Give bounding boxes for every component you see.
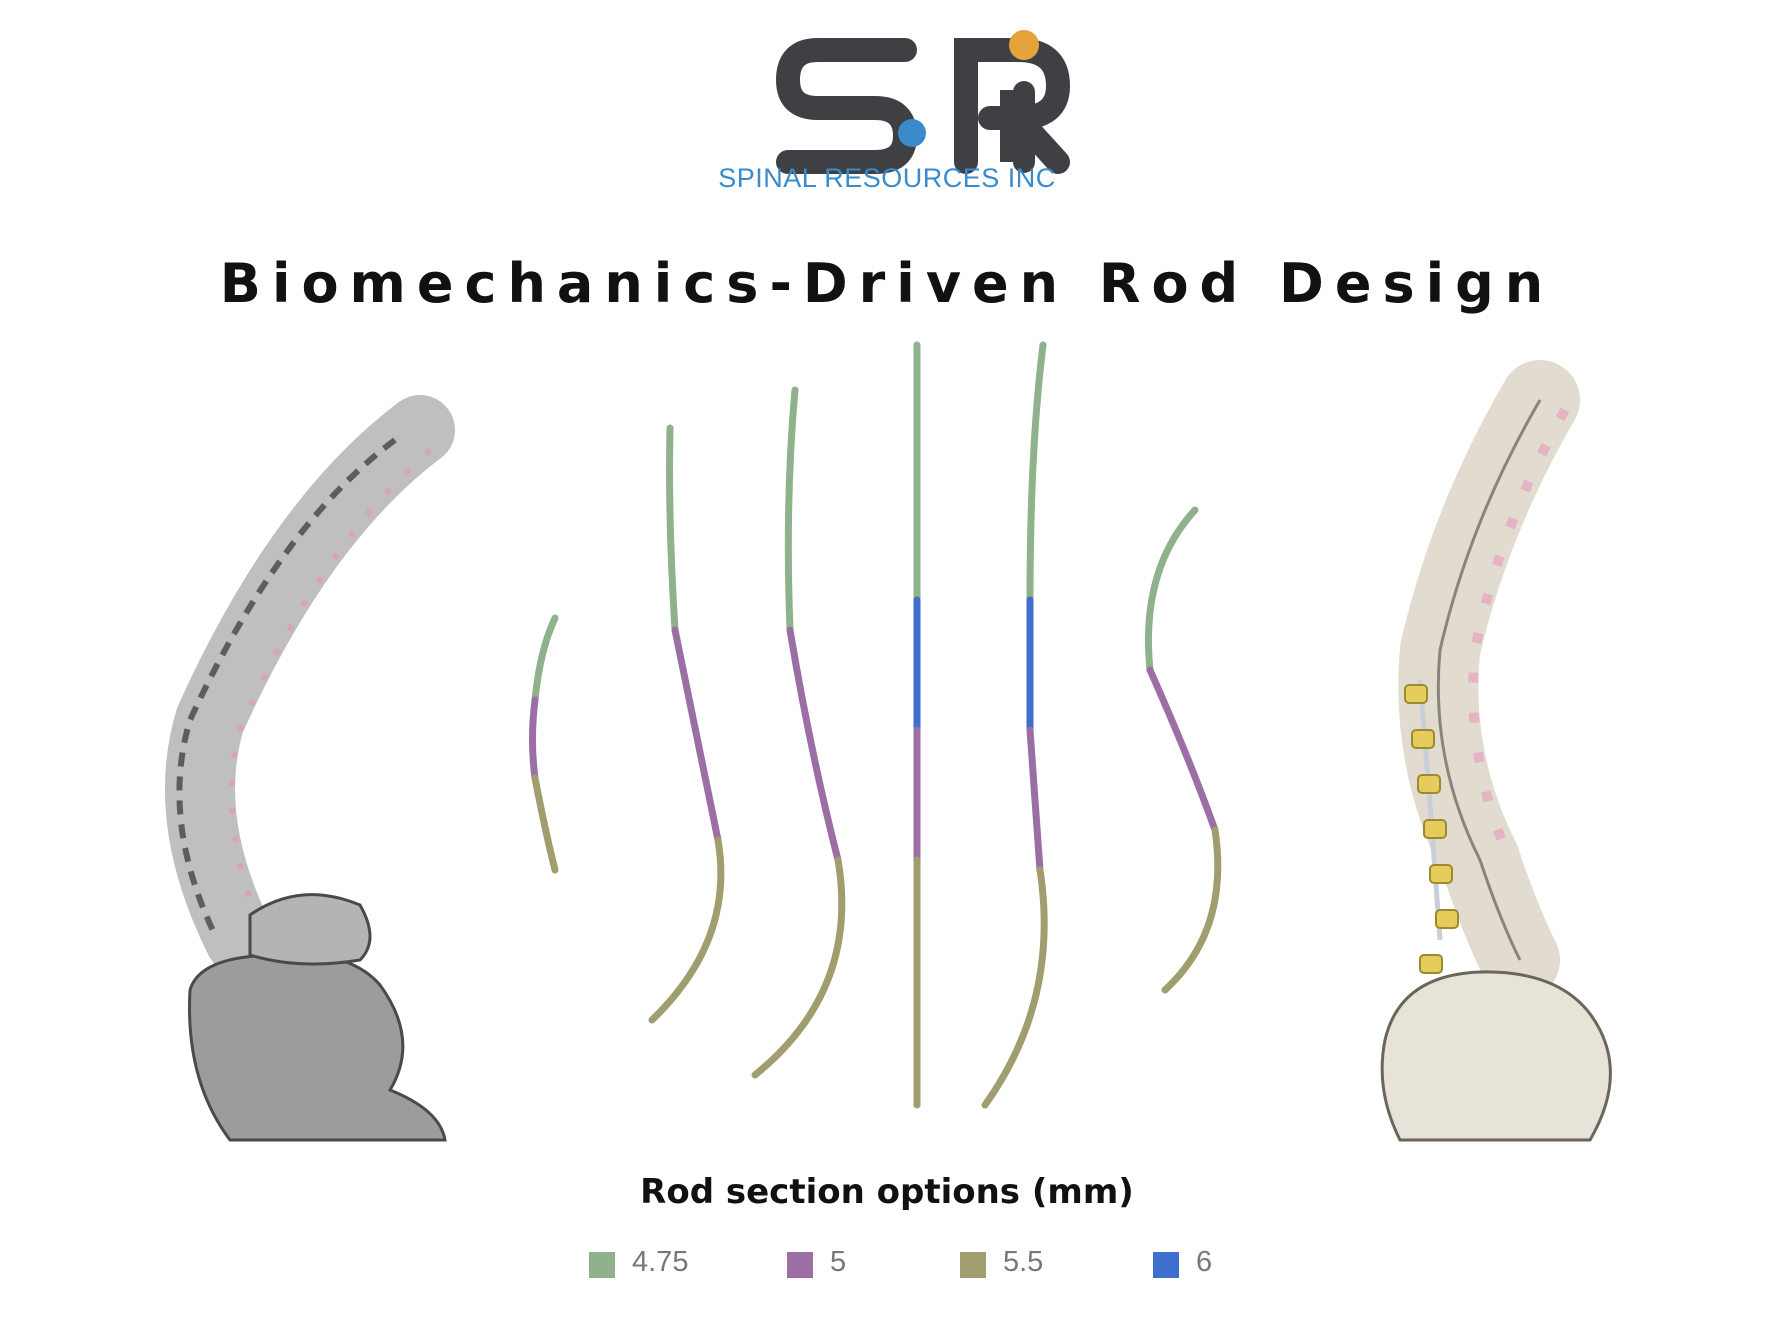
pedicle-screws — [1404, 684, 1459, 974]
right-spine-rod — [1417, 679, 1443, 941]
logo-blue-dot — [898, 119, 926, 147]
right-pelvis — [1380, 970, 1612, 1142]
left-spine-illustration — [165, 395, 455, 1142]
legend-label: 5.5 — [1003, 1246, 1044, 1278]
rod-3 — [751, 386, 846, 1079]
rod-design-figure — [165, 341, 1612, 1142]
rod-6 — [1144, 506, 1222, 994]
sri-logo — [775, 30, 1071, 174]
legend-label: 5 — [830, 1246, 847, 1278]
logo-orange-dot — [1009, 30, 1039, 60]
legend-label: 4.75 — [632, 1246, 689, 1278]
legend-title: Rod section options (mm) — [640, 1172, 1134, 1212]
rod-2 — [648, 424, 725, 1024]
left-spine-column — [165, 395, 455, 975]
logo-letter-i-stem — [1000, 90, 1024, 162]
legend-swatch — [1153, 1252, 1179, 1278]
rod-1 — [529, 614, 559, 874]
legend-swatch — [960, 1252, 986, 1278]
legend-swatch — [787, 1252, 813, 1278]
rod-5 — [981, 341, 1048, 1109]
legend-label: 6 — [1196, 1246, 1213, 1278]
left-pelvis — [188, 952, 447, 1142]
page-title: Biomechanics-Driven Rod Design — [219, 252, 1555, 315]
logo-letter-s — [775, 38, 918, 174]
right-spine-illustration — [1380, 360, 1612, 1142]
legend-swatch — [589, 1252, 615, 1278]
logo-subtitle: SPINAL RESOURCES INC — [718, 163, 1056, 193]
